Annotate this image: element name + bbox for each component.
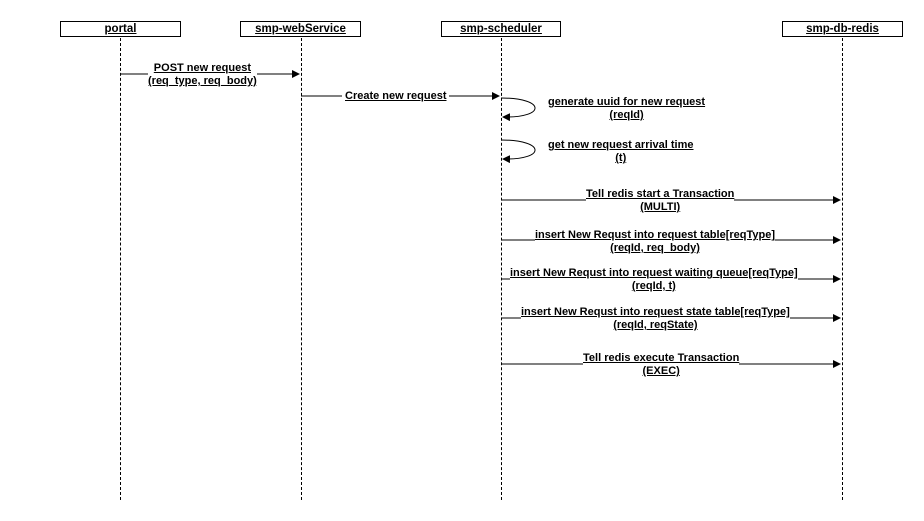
message-label-line: (reqId, reqState) <box>613 319 698 331</box>
participant-redis: smp-db-redis <box>782 21 903 37</box>
participant-webservice: smp-webService <box>240 21 361 37</box>
lifeline-webservice <box>301 38 302 500</box>
message-label-line: POST new request <box>153 62 251 74</box>
message-label-line: Tell redis execute Transaction <box>583 352 740 364</box>
message-label-line: (req_type, req_body) <box>148 75 257 87</box>
message-label-line: (EXEC) <box>642 365 680 377</box>
lifeline-scheduler <box>501 38 502 500</box>
message-label-line: Create new request <box>345 90 447 102</box>
arrow-self-arrival-time <box>500 139 536 164</box>
message-label-create-request: Create new request <box>342 90 450 103</box>
message-label-line: (t) <box>615 152 627 164</box>
message-label-line: (reqId, req_body) <box>610 242 700 254</box>
message-label-line: (reqId, t) <box>631 280 676 292</box>
message-label-gen-uuid: generate uuid for new request (reqId) <box>548 96 706 122</box>
message-label-line: generate uuid for new request <box>548 96 706 108</box>
participant-scheduler: smp-scheduler <box>441 21 561 37</box>
lifeline-portal <box>120 38 121 500</box>
message-label-line: Tell redis start a Transaction <box>586 188 735 200</box>
arrow-self-gen-uuid <box>500 97 536 122</box>
message-label-line: insert New Requst into request table[req… <box>535 229 776 241</box>
lifeline-redis <box>842 38 843 500</box>
message-label-line: (MULTI) <box>640 201 681 213</box>
message-label-post-request: POST new request (req_type, req_body) <box>148 62 257 88</box>
message-label-insert-table: insert New Requst into request table[req… <box>535 229 776 255</box>
message-label-exec: Tell redis execute Transaction (EXEC) <box>583 352 740 378</box>
message-label-arrival-time: get new request arrival time (t) <box>548 139 694 165</box>
message-label-multi: Tell redis start a Transaction (MULTI) <box>586 188 735 214</box>
message-label-line: insert New Requst into request state tab… <box>521 306 790 318</box>
message-label-insert-state: insert New Requst into request state tab… <box>521 306 790 332</box>
participant-portal: portal <box>60 21 181 37</box>
message-label-insert-queue: insert New Requst into request waiting q… <box>510 267 798 293</box>
message-label-line: get new request arrival time <box>548 139 694 151</box>
message-label-line: insert New Requst into request waiting q… <box>510 267 798 279</box>
message-label-line: (reqId) <box>609 109 644 121</box>
